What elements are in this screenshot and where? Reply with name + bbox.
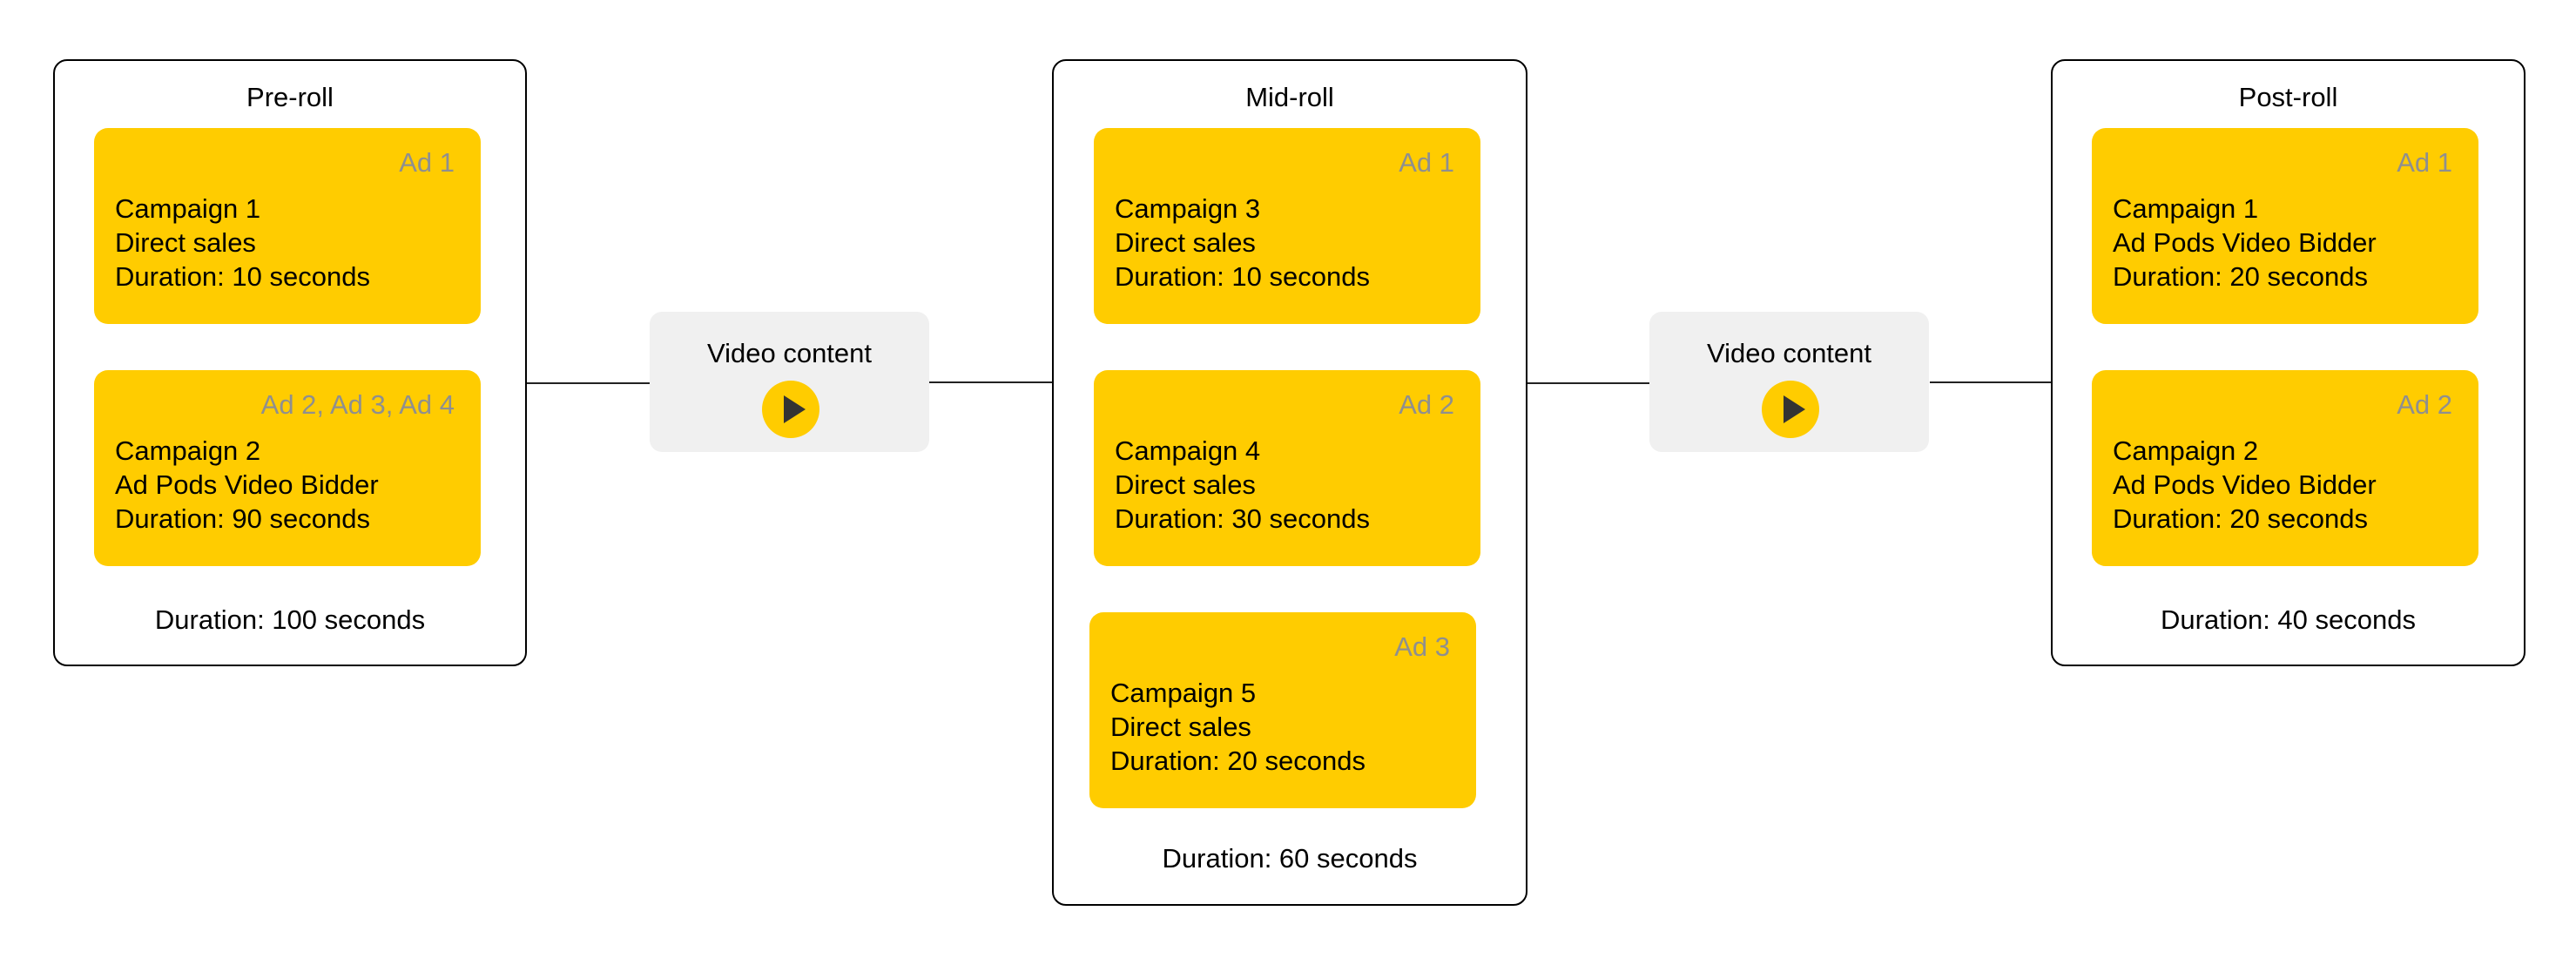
ad-tag: Ad 1 (1399, 147, 1454, 178)
section-title: Post-roll (2238, 82, 2338, 112)
ad-duration: Duration: 10 seconds (115, 261, 370, 292)
video-label: Video content (1706, 338, 1872, 368)
campaign-name: Campaign 2 (2113, 435, 2259, 466)
section-title: Mid-roll (1245, 82, 1334, 112)
section-total-duration: Duration: 40 seconds (2161, 604, 2416, 635)
ad-card: Ad 1 Campaign 1 Direct sales Duration: 1… (94, 128, 481, 324)
preroll-section: Pre-roll Ad 1 Campaign 1 Direct sales Du… (53, 59, 527, 666)
ad-card: Ad 1 Campaign 1 Ad Pods Video Bidder Dur… (2092, 128, 2478, 324)
ad-duration: Duration: 90 seconds (115, 503, 370, 534)
connector-line (525, 382, 652, 384)
video-content-box: Video content (1649, 312, 1929, 452)
connector-line (1930, 381, 2053, 383)
video-content-box: Video content (650, 312, 929, 452)
ad-duration: Duration: 30 seconds (1115, 503, 1370, 534)
ad-tag: Ad 2, Ad 3, Ad 4 (260, 389, 455, 420)
section-title: Pre-roll (246, 82, 334, 112)
connector-line (1526, 382, 1650, 384)
connector-line (929, 381, 1054, 383)
ad-duration: Duration: 20 seconds (2113, 261, 2368, 292)
ad-card: Ad 2 Campaign 2 Ad Pods Video Bidder Dur… (2092, 370, 2478, 566)
ad-card: Ad 2, Ad 3, Ad 4 Campaign 2 Ad Pods Vide… (94, 370, 481, 566)
ad-source: Ad Pods Video Bidder (2113, 469, 2377, 500)
play-icon[interactable] (762, 381, 819, 438)
campaign-name: Campaign 1 (2113, 193, 2259, 224)
ad-duration: Duration: 10 seconds (1115, 261, 1370, 292)
section-total-duration: Duration: 100 seconds (154, 604, 426, 635)
ad-source: Direct sales (1110, 712, 1251, 742)
ad-duration: Duration: 20 seconds (1110, 746, 1366, 776)
play-icon[interactable] (1762, 381, 1819, 438)
ad-source: Direct sales (1115, 469, 1256, 500)
ad-source: Direct sales (1115, 227, 1256, 258)
ad-card: Ad 2 Campaign 4 Direct sales Duration: 3… (1094, 370, 1480, 566)
ad-source: Ad Pods Video Bidder (115, 469, 379, 500)
ad-tag: Ad 1 (2397, 147, 2452, 178)
postroll-section: Post-roll Ad 1 Campaign 1 Ad Pods Video … (2051, 59, 2525, 666)
ad-tag: Ad 1 (399, 147, 455, 178)
ad-card: Ad 1 Campaign 3 Direct sales Duration: 1… (1094, 128, 1480, 324)
video-label: Video content (706, 338, 873, 368)
ad-source: Ad Pods Video Bidder (2113, 227, 2377, 258)
campaign-name: Campaign 5 (1110, 678, 1257, 708)
ad-source: Direct sales (115, 227, 256, 258)
campaign-name: Campaign 4 (1115, 435, 1261, 466)
ad-card: Ad 3 Campaign 5 Direct sales Duration: 2… (1089, 612, 1476, 808)
midroll-section: Mid-roll Ad 1 Campaign 3 Direct sales Du… (1052, 59, 1527, 906)
ad-tag: Ad 2 (1399, 389, 1454, 420)
ad-tag: Ad 3 (1394, 631, 1450, 662)
section-total-duration: Duration: 60 seconds (1162, 843, 1418, 874)
ad-duration: Duration: 20 seconds (2113, 503, 2368, 534)
campaign-name: Campaign 1 (115, 193, 261, 224)
campaign-name: Campaign 3 (1115, 193, 1261, 224)
ad-tag: Ad 2 (2397, 389, 2452, 420)
campaign-name: Campaign 2 (115, 435, 261, 466)
